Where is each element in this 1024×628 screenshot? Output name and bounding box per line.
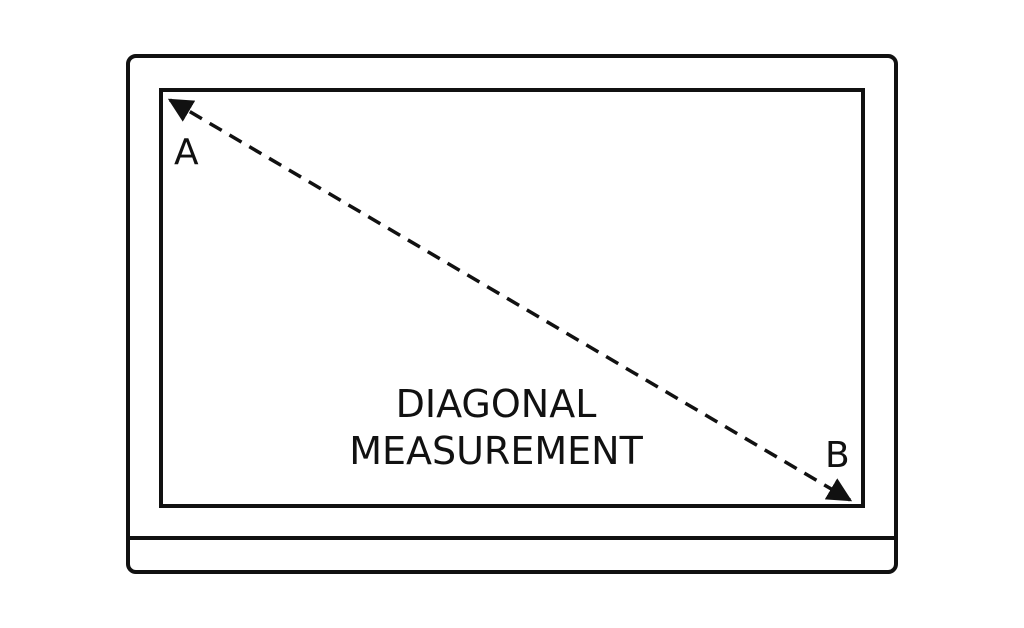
point-b-label: B	[825, 435, 850, 476]
diagonal-measurement-arrow	[167, 98, 853, 502]
caption-line-1: DIAGONAL	[396, 382, 597, 426]
monitor-screen	[159, 88, 865, 508]
point-a-label: A	[174, 132, 199, 173]
monitor-outer-frame	[126, 54, 898, 574]
caption-line-2: MEASUREMENT	[349, 429, 643, 473]
